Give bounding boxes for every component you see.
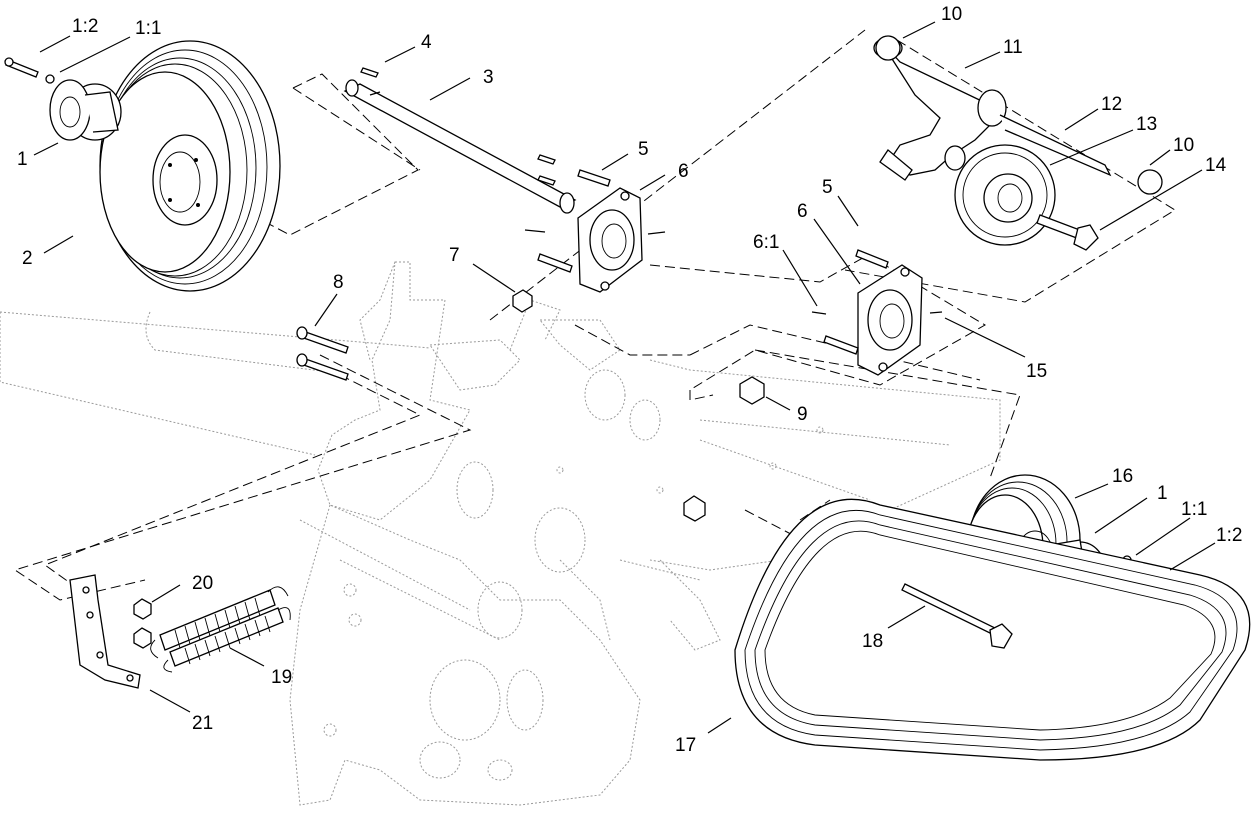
callout-5-top: 5	[638, 139, 649, 160]
nuts-20	[133, 598, 152, 649]
nut-9	[683, 376, 765, 522]
callout-16: 16	[1112, 466, 1133, 487]
callout-1-bottom: 1	[1157, 483, 1168, 504]
callout-1-top: 1	[17, 149, 28, 170]
bolt-1-2-top	[4, 57, 55, 84]
callout-2: 2	[22, 248, 33, 269]
callout-3: 3	[483, 67, 494, 88]
key-4	[360, 67, 556, 186]
callout-1-2-bottom: 1:2	[1216, 525, 1242, 546]
callout-12: 12	[1101, 94, 1122, 115]
callout-7: 7	[449, 245, 460, 266]
hub-1-top	[49, 79, 122, 141]
springs-19	[150, 586, 291, 673]
bolt-14	[1036, 214, 1099, 251]
callout-17: 17	[675, 735, 696, 756]
callout-15: 15	[1026, 361, 1047, 382]
callout-1-1-top: 1:1	[135, 18, 161, 39]
callout-11: 11	[1003, 37, 1023, 58]
callout-18: 18	[862, 631, 883, 652]
nut-7	[512, 289, 533, 313]
bushing-10	[875, 35, 1163, 195]
idler-pulley-13	[954, 144, 1056, 246]
leader-lines	[33, 21, 1216, 734]
bolts-8	[296, 326, 349, 381]
idler-arm-11	[873, 37, 1112, 181]
callout-9: 9	[797, 404, 808, 425]
bracket-21	[69, 574, 141, 689]
frame-outline	[0, 261, 1001, 806]
callout-21: 21	[192, 713, 213, 734]
bearing-6-mid	[811, 249, 943, 376]
callout-5-mid: 5	[822, 177, 833, 198]
callout-14: 14	[1205, 155, 1227, 176]
callout-13: 13	[1136, 114, 1157, 135]
callout-1-1-bottom: 1:1	[1181, 499, 1207, 520]
pulley-2	[99, 40, 281, 292]
callout-20: 20	[192, 573, 213, 594]
bearing-6-top	[524, 169, 666, 293]
callout-8: 8	[333, 272, 344, 293]
callout-1-2-top: 1:2	[72, 16, 98, 37]
rod-18	[901, 583, 1013, 649]
callout-4: 4	[421, 32, 432, 53]
callout-10-right: 10	[1173, 135, 1194, 156]
callout-6-top: 6	[678, 161, 689, 182]
callout-19: 19	[271, 667, 292, 688]
shaft-3	[343, 79, 577, 214]
callout-10-top: 10	[941, 4, 962, 25]
callout-6-mid: 6	[797, 201, 808, 222]
callout-6-1: 6:1	[753, 232, 779, 253]
